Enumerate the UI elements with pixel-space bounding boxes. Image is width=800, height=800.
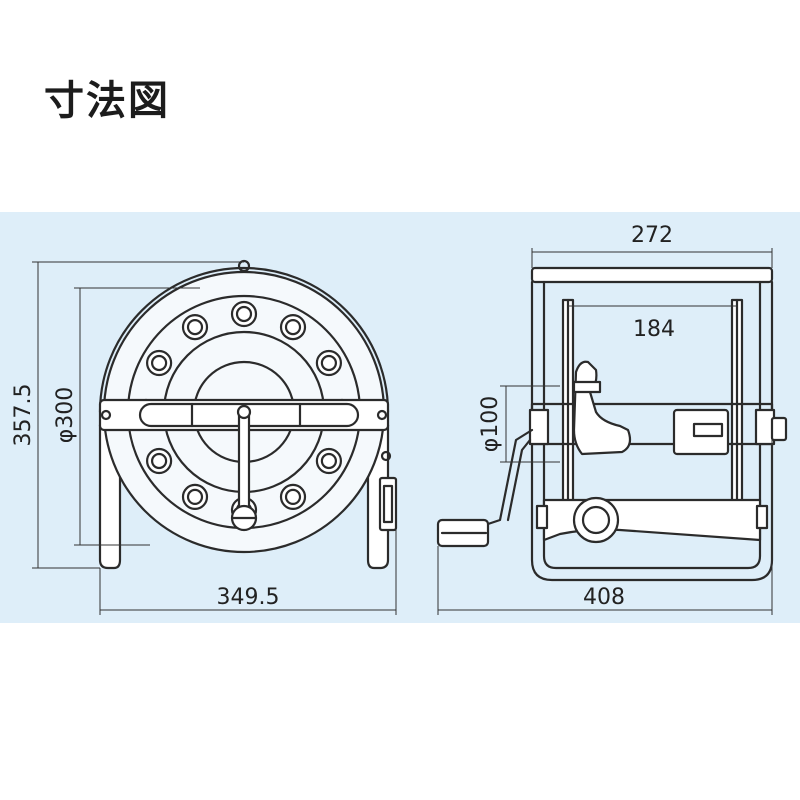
drum-dimple bbox=[279, 483, 307, 510]
side-view bbox=[436, 266, 788, 582]
lower-tube-ring-outer bbox=[572, 496, 620, 544]
hose-connector bbox=[572, 360, 632, 456]
drum-dimple-inner bbox=[284, 319, 302, 336]
top-bar bbox=[530, 266, 774, 284]
drum-dimple bbox=[315, 349, 342, 377]
drum-dimple bbox=[181, 314, 209, 341]
hub-bracket-left bbox=[528, 408, 550, 446]
drum-dimple bbox=[181, 483, 209, 510]
side-hub-diameter-label: φ100 bbox=[478, 396, 503, 453]
front-height-label: 357.5 bbox=[11, 384, 36, 447]
drum-dimple bbox=[230, 300, 258, 328]
front-view bbox=[98, 259, 398, 570]
side-nozzle bbox=[770, 416, 788, 442]
drum-dimple-inner bbox=[151, 452, 168, 470]
side-inner-width-label: 184 bbox=[633, 317, 675, 342]
crossbar-screw-right bbox=[376, 409, 388, 421]
crossbar-screw-left bbox=[100, 409, 112, 421]
crank-arm-edge bbox=[506, 438, 532, 522]
water-valve-spout bbox=[692, 422, 724, 438]
side-bottom-width-label: 408 bbox=[583, 585, 625, 610]
side-bracket-inner bbox=[382, 484, 394, 524]
side-top-width-label: 272 bbox=[631, 223, 673, 248]
handle-arm bbox=[237, 410, 251, 514]
drum-dimple-inner bbox=[320, 452, 337, 470]
lower-tube-ring-inner bbox=[581, 505, 611, 535]
drum-dimple bbox=[146, 349, 173, 377]
drum-dimple bbox=[146, 447, 173, 475]
side-dimensions bbox=[437, 248, 773, 615]
outer-frame-left bbox=[530, 280, 774, 582]
drum-dimple-inner bbox=[235, 305, 253, 323]
drum-dimple bbox=[279, 314, 307, 341]
front-dimensions bbox=[32, 261, 397, 615]
lower-bracket-right bbox=[755, 504, 769, 530]
drum-dimple-inner bbox=[284, 488, 302, 505]
front-diameter-label: φ300 bbox=[53, 387, 78, 444]
top-screw bbox=[237, 259, 251, 273]
drum-dimple-inner bbox=[320, 354, 337, 372]
leg-screw bbox=[380, 450, 392, 462]
page-title: 寸法図 bbox=[44, 78, 170, 124]
outer-frame-left-inner bbox=[542, 280, 762, 570]
drum-dimple-inner bbox=[186, 319, 204, 336]
lower-bracket-left bbox=[535, 504, 549, 530]
frame-arch bbox=[98, 266, 390, 414]
handle-pivot bbox=[236, 404, 252, 420]
drum-dimple-inner bbox=[151, 354, 168, 372]
drum-dimple bbox=[315, 447, 342, 475]
drum-dimple-inner bbox=[186, 488, 204, 505]
front-width-label: 349.5 bbox=[217, 585, 280, 610]
hose-connector-cap bbox=[572, 380, 602, 394]
